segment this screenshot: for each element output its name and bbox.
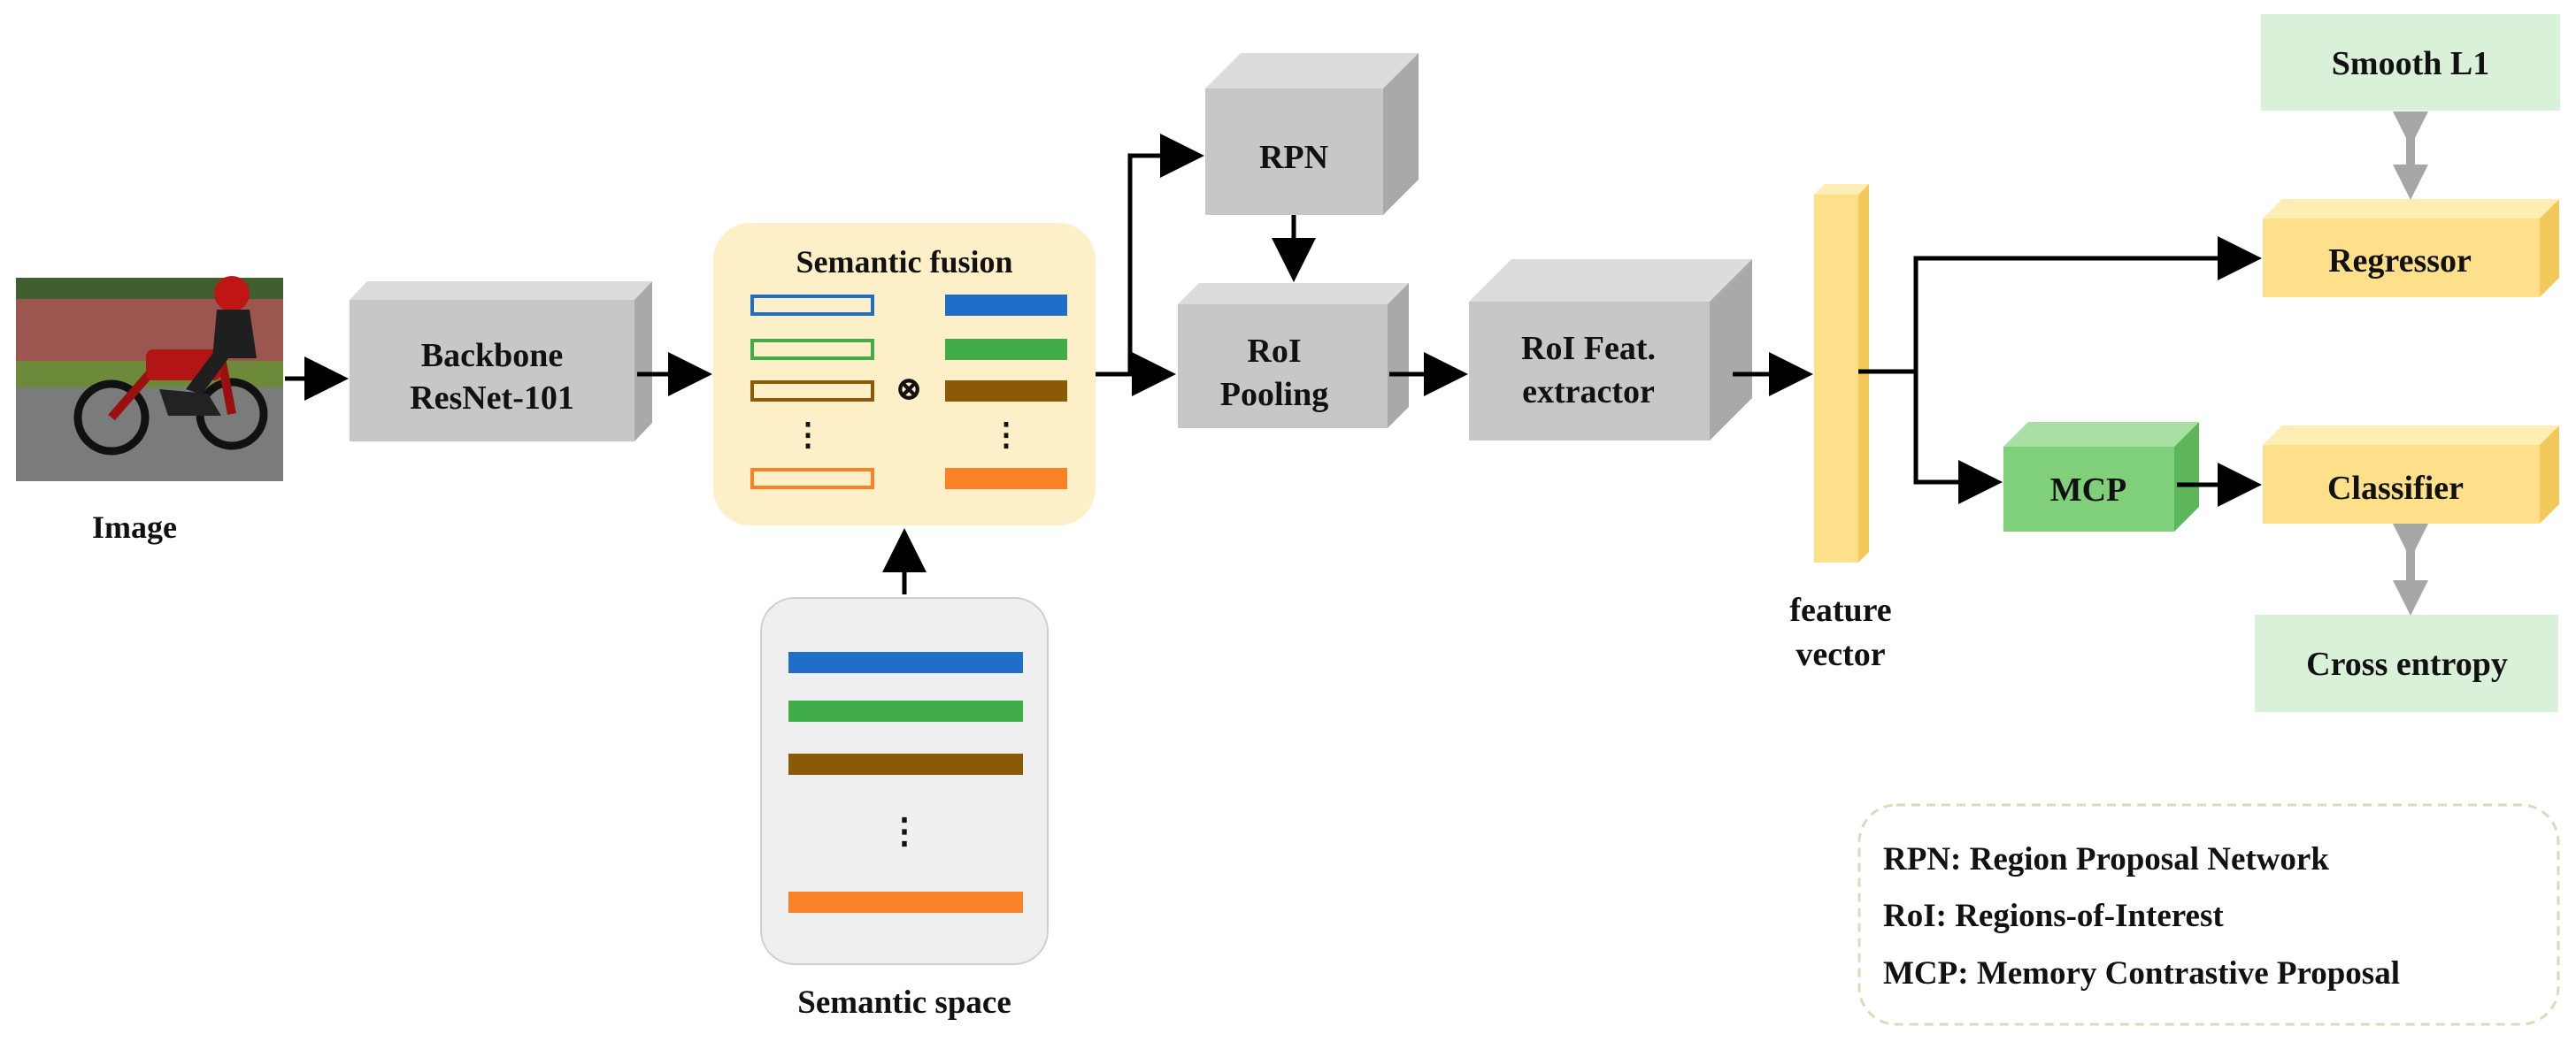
legend-box: RPN: Region Proposal Network RoI: Region… bbox=[1857, 803, 2560, 1026]
fusion-right-dots: ⋮ bbox=[990, 417, 1022, 452]
space-bar-green bbox=[788, 701, 1023, 722]
space-dots: ⋮ bbox=[887, 811, 922, 851]
space-bar-brown bbox=[788, 754, 1023, 775]
semantic-space-label: Semantic space bbox=[797, 985, 1011, 1021]
legend-roi: RoI: Regions-of-Interest bbox=[1883, 898, 2224, 934]
fusion-left-dots: ⋮ bbox=[792, 417, 824, 452]
smooth-l1-box bbox=[2261, 14, 2560, 111]
cross-entropy-box bbox=[2255, 615, 2558, 712]
feature-vector-bar bbox=[1814, 184, 1869, 563]
regressor-block: Regressor bbox=[2263, 199, 2559, 297]
classifier-label: Classifier bbox=[2327, 470, 2464, 507]
fusion-filled-bar-green bbox=[945, 339, 1067, 360]
rpn-label: RPN bbox=[1259, 139, 1328, 176]
feature-vector-line1: feature bbox=[1789, 592, 1891, 629]
fusion-filled-bar-orange bbox=[945, 468, 1067, 489]
image-label: Image bbox=[92, 510, 177, 545]
rpn-block: RPN bbox=[1205, 53, 1419, 215]
arrow-fusion-to-rpn bbox=[1127, 134, 1204, 374]
cross-entropy-label: Cross entropy bbox=[2306, 646, 2508, 683]
arrow-feature-to-mcp bbox=[1913, 372, 2003, 504]
roi-feat-extractor-block: RoI Feat. extractor bbox=[1469, 259, 1752, 441]
roi-pooling-block: RoI Pooling bbox=[1178, 283, 1409, 428]
smooth-l1-label: Smooth L1 bbox=[2332, 45, 2489, 82]
roi-pooling-line2: Pooling bbox=[1220, 376, 1328, 413]
backbone-line1: Backbone bbox=[421, 337, 563, 374]
roi-pooling-line1: RoI bbox=[1247, 333, 1301, 370]
fusion-outline-bar-orange bbox=[750, 468, 874, 489]
classifier-block: Classifier bbox=[2263, 425, 2559, 524]
fusion-filled-bar-blue bbox=[945, 295, 1067, 316]
mcp-label: MCP bbox=[2050, 471, 2127, 509]
roi-feat-line2: extractor bbox=[1522, 373, 1655, 410]
regressor-label: Regressor bbox=[2328, 242, 2472, 280]
roi-feat-line1: RoI Feat. bbox=[1521, 330, 1656, 367]
fusion-filled-bar-brown bbox=[945, 380, 1067, 402]
fusion-outline-bar-blue bbox=[750, 295, 874, 316]
feature-vector-line2: vector bbox=[1796, 636, 1885, 673]
semantic-space-panel: ⋮ bbox=[760, 597, 1049, 965]
fusion-operator: ⊗ bbox=[895, 371, 923, 408]
backbone-block: Backbone ResNet-101 bbox=[350, 281, 652, 441]
space-bar-blue bbox=[788, 652, 1023, 673]
flow-arrows bbox=[285, 134, 2262, 594]
backbone-line2: ResNet-101 bbox=[410, 379, 574, 417]
space-bar-orange bbox=[788, 892, 1023, 913]
input-image bbox=[16, 276, 283, 481]
fusion-outline-bar-brown bbox=[750, 380, 874, 402]
legend-rpn: RPN: Region Proposal Network bbox=[1883, 841, 2329, 877]
fusion-outline-bar-green bbox=[750, 339, 874, 360]
legend-mcp: MCP: Memory Contrastive Proposal bbox=[1883, 955, 2400, 992]
semantic-fusion-title: Semantic fusion bbox=[796, 244, 1012, 280]
mcp-block: MCP bbox=[2003, 422, 2199, 532]
semantic-fusion-panel: Semantic fusion ⋮ ⊗ ⋮ bbox=[713, 223, 1096, 525]
arrow-feature-to-regressor bbox=[1858, 236, 2262, 374]
